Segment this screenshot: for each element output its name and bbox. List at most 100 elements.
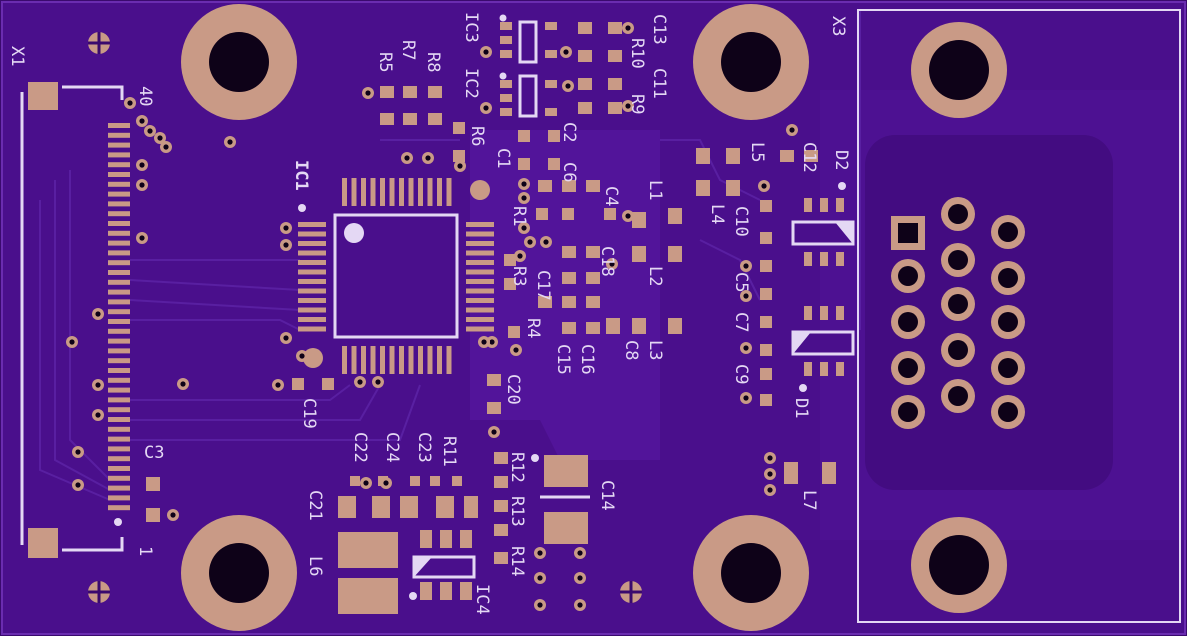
ic1-pin	[361, 178, 366, 206]
ic1-pin	[466, 231, 494, 237]
via-drill	[577, 575, 583, 581]
via-drill	[767, 471, 773, 477]
label-l1: L1	[645, 180, 665, 200]
ic1-pin	[446, 178, 452, 206]
x1-pin	[108, 230, 130, 236]
label-c21: C21	[305, 490, 325, 521]
smd-pad	[538, 180, 552, 192]
via-drill	[180, 381, 186, 387]
x3-pin-hole	[998, 222, 1018, 242]
ic1-pin	[427, 178, 433, 206]
smd-pad	[836, 306, 844, 320]
ic1-pin	[466, 260, 494, 265]
smd-pad	[760, 344, 772, 356]
label-c1: C1	[493, 148, 513, 168]
ic1-pin	[370, 178, 376, 206]
smd-pad	[504, 278, 516, 290]
label-c10: C10	[731, 206, 751, 237]
via-drill	[139, 162, 145, 168]
smd-pad	[440, 530, 452, 548]
via-drill	[625, 213, 631, 219]
smd-pad	[760, 394, 772, 406]
via-drill	[483, 105, 489, 111]
smd-pad	[545, 50, 557, 58]
ic1-pin	[298, 269, 326, 275]
ic1-pin	[466, 326, 494, 332]
ic1-pin	[437, 346, 442, 374]
smd-pad	[548, 130, 560, 142]
x3-pin-field	[891, 197, 1025, 429]
smd-pad	[804, 198, 812, 212]
smd-pad	[760, 232, 772, 244]
ic1-pin	[298, 288, 326, 294]
via-drill	[767, 455, 773, 461]
smd-pad	[608, 22, 622, 34]
smd-pad	[322, 378, 334, 390]
smd-pad	[403, 113, 417, 125]
x1-pin	[108, 221, 130, 226]
ic1-pin	[466, 307, 494, 313]
x1-pin	[108, 279, 130, 285]
label-l7: L7	[799, 490, 819, 510]
x3-mount-top	[911, 22, 1007, 118]
smd-pad	[338, 578, 398, 614]
x3-pin-hole	[948, 204, 968, 224]
label-c24: C24	[382, 432, 402, 463]
x3-pin-hole	[898, 358, 918, 378]
smd-pad	[836, 252, 844, 266]
smd-pad	[820, 252, 828, 266]
via-drill	[543, 239, 549, 245]
x3-pin-hole	[898, 402, 918, 422]
ic1-pin	[427, 346, 433, 374]
x3-pin-hole	[998, 268, 1018, 288]
smd-pad	[608, 102, 622, 114]
smd-pad	[146, 508, 160, 522]
ic1-pin	[298, 222, 326, 227]
ic1-pin	[298, 307, 326, 313]
smd-pad	[760, 316, 772, 328]
via-drill	[170, 512, 176, 518]
label-c14: C14	[597, 480, 617, 511]
via-drill	[537, 575, 543, 581]
label-x1: X1	[7, 46, 27, 66]
smd-pad	[760, 200, 772, 212]
via-drill	[481, 339, 487, 345]
via-drill	[577, 550, 583, 556]
label-r14: R14	[507, 546, 527, 577]
via-drill	[163, 144, 169, 150]
label-c12: C12	[799, 142, 819, 173]
ic1-pin	[342, 346, 347, 374]
x1-pin	[108, 495, 130, 501]
label-ic3: IC3	[461, 12, 481, 43]
smd-pad	[632, 318, 646, 334]
via-drill	[283, 242, 289, 248]
smd-pad	[820, 306, 828, 320]
smd-pad	[538, 296, 552, 308]
smd-pad	[578, 78, 592, 90]
x1-pin	[108, 250, 130, 256]
x1-pin	[108, 348, 130, 354]
smd-pad	[804, 150, 818, 162]
smd-pad	[820, 198, 828, 212]
via-drill	[69, 339, 75, 345]
label-ic1: IC1	[291, 160, 311, 191]
smd-pad	[608, 78, 622, 90]
via-drill	[95, 382, 101, 388]
smd-pad	[146, 477, 160, 491]
ic1-pin	[437, 178, 442, 206]
x1-pin	[108, 475, 130, 481]
label-x3: X3	[828, 16, 848, 36]
smd-pad	[780, 150, 794, 162]
ic1-pin	[399, 346, 404, 374]
via-drill	[609, 261, 615, 267]
smd-pad	[562, 322, 576, 334]
ic1-pin	[466, 250, 494, 256]
via-drill	[75, 449, 81, 455]
smd-pad	[608, 50, 622, 62]
ic1-pin	[408, 346, 414, 374]
ic1-pin	[351, 346, 357, 374]
ic1-pin	[466, 317, 494, 322]
via-drill	[147, 128, 153, 134]
via-drill	[625, 25, 631, 31]
